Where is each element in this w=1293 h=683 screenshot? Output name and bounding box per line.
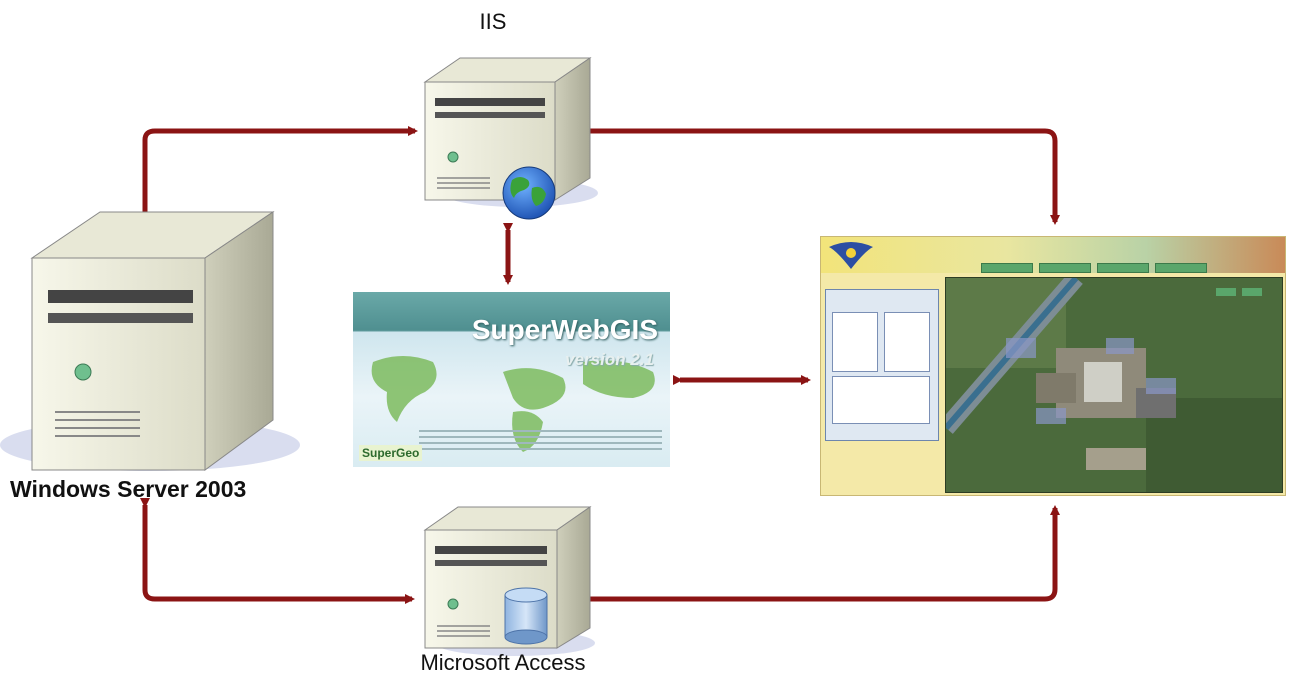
arrow-ws-iis [140,126,418,219]
superwebgis-splash: SuperWebGIS version 2.1 SuperGeo [353,292,670,467]
windows-server-label: Windows Server 2003 [10,476,247,502]
iis-server-icon [423,57,598,207]
superwebgis-version: version 2.1 [565,350,654,369]
arrow-access-web [583,505,1060,604]
globe-icon [502,166,556,220]
iis-label: IIS [479,9,507,34]
web-nav-button [981,263,1033,273]
arrow-ws-access [140,498,415,604]
database-icon [504,587,548,645]
arrow-group [140,126,1060,604]
web-nav-button [1097,263,1149,273]
fine-print-line [419,430,662,432]
web-list-box [884,312,930,372]
superwebgis-title: SuperWebGIS [471,314,658,345]
web-list-box [832,312,878,372]
web-nav-button [1039,263,1091,273]
arrow-iis-web [583,126,1060,225]
webgis-page-screenshot [820,236,1286,496]
fine-print-line [419,436,662,438]
web-nav-button [1155,263,1207,273]
satellite-imagery [946,278,1282,492]
web-list-box [832,376,930,424]
emblem-icon [829,242,873,269]
satellite-map-view [945,277,1283,493]
supergeo-logo: SuperGeo [359,445,423,461]
microsoft-access-label: Microsoft Access [420,650,586,675]
fine-print-line [419,448,662,450]
web-side-panel [825,289,939,441]
fine-print-line [419,442,662,444]
windows-server-icon [0,211,300,471]
